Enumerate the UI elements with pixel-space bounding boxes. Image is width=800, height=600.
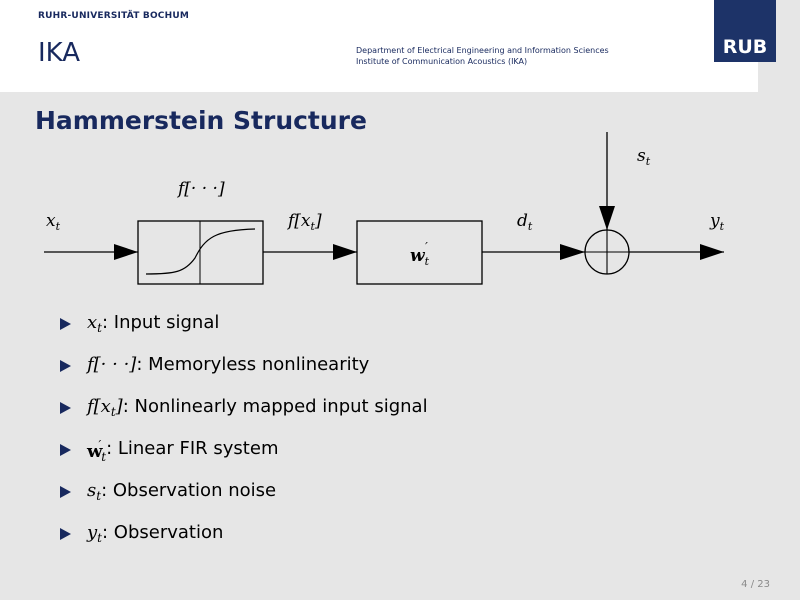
symbol: yt <box>87 522 102 545</box>
department-line-2: Institute of Communication Acoustics (IK… <box>356 57 528 66</box>
label-input: xt <box>46 211 61 233</box>
page-number: 4 / 23 <box>741 579 770 590</box>
department-info: Department of Electrical Engineering and… <box>356 45 609 67</box>
list-item: xt : Input signal <box>60 312 428 354</box>
slide-title: Hammerstein Structure <box>35 106 367 135</box>
output-arrow <box>700 244 724 260</box>
bullet-triangle-icon <box>60 402 71 414</box>
label-output: yt <box>709 211 725 233</box>
description: : Memoryless nonlinearity <box>136 354 370 375</box>
bullet-triangle-icon <box>60 318 71 330</box>
description: : Linear FIR system <box>106 438 279 459</box>
bullet-triangle-icon <box>60 528 71 540</box>
description: : Input signal <box>101 312 220 333</box>
department-line-1: Department of Electrical Engineering and… <box>356 46 609 55</box>
symbol: st <box>87 480 102 503</box>
mapped-arrow <box>333 244 357 260</box>
label-fir-output: dt <box>517 211 533 233</box>
bullet-triangle-icon <box>60 360 71 372</box>
label-noise: st <box>637 146 651 168</box>
description: : Observation <box>102 522 224 543</box>
description: : Observation noise <box>101 480 277 501</box>
slide-header: RUHR-UNIVERSITÄT BOCHUM IKA Department o… <box>0 0 758 92</box>
bullet-triangle-icon <box>60 444 71 456</box>
bullet-triangle-icon <box>60 486 71 498</box>
description: : Nonlinearly mapped input signal <box>122 396 428 417</box>
list-item: st : Observation noise <box>60 480 428 522</box>
symbol: f[· · ·] <box>87 354 137 375</box>
university-name: RUHR-UNIVERSITÄT BOCHUM <box>38 11 189 21</box>
list-item: w′t : Linear FIR system <box>60 438 428 480</box>
label-fir: wt′ <box>410 240 430 268</box>
symbol: w′t <box>87 438 107 464</box>
institute-name: IKA <box>38 38 81 68</box>
symbol: xt <box>87 312 102 335</box>
definition-list: xt : Input signal f[· · ·] : Memoryless … <box>60 312 428 564</box>
fir-output-arrow <box>560 244 585 260</box>
list-item: f[· · ·] : Memoryless nonlinearity <box>60 354 428 396</box>
list-item: yt : Observation <box>60 522 428 564</box>
label-mapped-signal: f[xt] <box>286 211 322 233</box>
symbol: f[xt] <box>87 396 123 419</box>
sigmoid-curve <box>145 228 256 275</box>
input-arrow <box>114 244 138 260</box>
label-nonlinearity: f[· · ·] <box>176 179 225 199</box>
noise-arrow <box>599 206 615 230</box>
rub-logo: RUB <box>714 0 776 62</box>
list-item: f[xt] : Nonlinearly mapped input signal <box>60 396 428 438</box>
